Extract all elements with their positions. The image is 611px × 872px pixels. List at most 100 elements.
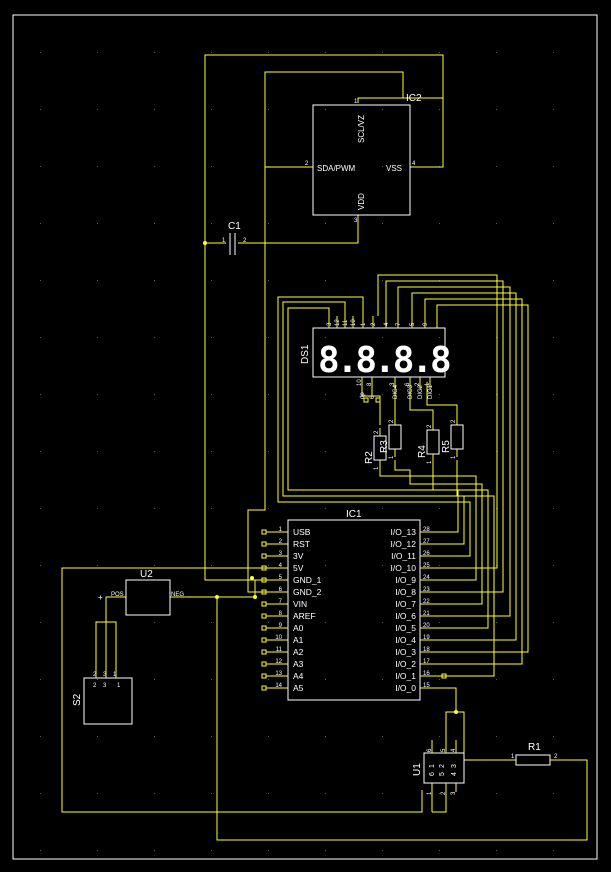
ic1-left-pin-number: 8 (279, 611, 283, 617)
resistor-pin-top: 2 (451, 419, 457, 423)
u1-ref: U1 (412, 763, 423, 776)
ic1-left-pin-name: A5 (293, 683, 304, 693)
ic2-pin-vdd-label: VDD (357, 193, 366, 210)
ic1-right-pin-number: 22 (423, 599, 430, 605)
ic1-right-pin-name: I/O_11 (391, 551, 416, 561)
wire-net (61, 54, 588, 841)
ic2[interactable]: IC2 SDA/PWM VSS SCL/VZ VDD 1 2 3 4 (305, 93, 422, 224)
u2[interactable]: U2 POS NEG + - (98, 569, 191, 616)
ic2-pin-scl-label: SCL/VZ (357, 115, 366, 143)
resistor-ref: R2 (364, 451, 375, 464)
resistor-pin-top: 2 (389, 419, 395, 423)
ic1-right-pin-number: 23 (423, 587, 430, 593)
ic1-left-pin-name: 3V (293, 551, 304, 561)
ic1-left-pin-number: 12 (275, 659, 282, 665)
ic1-right-pin-number: 28 (423, 527, 430, 533)
u2-pos-label: POS (111, 592, 124, 598)
ds1-bottom-label: DIG4 (393, 384, 399, 399)
ic1-left-pin-name: A2 (293, 647, 304, 657)
resistor-pin-bottom: 1 (451, 455, 457, 459)
c1[interactable]: C1 1 2 (222, 221, 247, 255)
ic2-ref: IC2 (406, 93, 422, 104)
ic1-right-pin-number: 19 (423, 635, 430, 641)
resistor-ref: R3 (379, 440, 390, 453)
u1-top-pin-5: 5 (441, 748, 447, 752)
ic1-right-pin-name: I/O_8 (395, 587, 416, 597)
u1[interactable]: U1 6 5 4 1 2 3 1 6 2 5 3 4 (412, 740, 465, 795)
ic1-left-pin-number: 13 (275, 671, 282, 677)
ic1-left-pin-number: 1 (279, 527, 283, 533)
ic2-pin-sda-label: SDA/PWM (317, 164, 356, 173)
ic1-right-pin-name: I/O_10 (390, 563, 416, 573)
ic1-left-pin-number: 4 (279, 563, 283, 569)
u2-ref: U2 (140, 569, 153, 580)
ic1-right-pin-number: 16 (423, 671, 430, 677)
ic2-pin1-number: 1 (354, 99, 358, 105)
s2-pin-2: 2 (93, 672, 97, 678)
r1[interactable]: R1 1 2 (511, 742, 560, 766)
s2-body-pin-2: 2 (93, 683, 97, 689)
ds1-bottom-pin: 10 (357, 379, 363, 386)
ds1-bottom-label: 6 (370, 395, 376, 399)
ic2-pin3-number: 3 (354, 218, 358, 224)
ic1-left-pin-name: GND_2 (293, 587, 322, 597)
ic1-left-pin-number: 14 (275, 683, 282, 689)
s2[interactable]: S2 2 3 1 2 3 1 (72, 621, 133, 725)
ic1-right-pin-name: I/O_6 (395, 611, 416, 621)
ds1-bottom-pin: 8 (367, 382, 373, 386)
ic1-right-pin-number: 17 (423, 659, 430, 665)
ic2-pin-vss-label: VSS (386, 164, 402, 173)
ds1-bottom-label: dp (360, 392, 366, 399)
u2-plus-label: + (98, 593, 103, 602)
u1-top-pin-6: 6 (427, 748, 433, 752)
ic1-left-pin-name: A1 (293, 635, 304, 645)
s2-ref: S2 (72, 693, 83, 706)
ds1-top-pin: 11 (343, 319, 349, 326)
ic1-left-pin-number: 9 (279, 623, 283, 629)
s2-body (83, 677, 133, 725)
ds1-top-pin: 1 (361, 322, 367, 326)
ic1-left-pin-number: 3 (279, 551, 283, 557)
ds1-top-pin: 4 (384, 322, 390, 326)
c1-ref: C1 (228, 221, 241, 232)
resistor-pin-top: 2 (374, 430, 380, 434)
r1-ref: R1 (528, 742, 541, 753)
ic1-right-pin-number: 15 (423, 683, 430, 689)
s2-pin-3: 3 (103, 672, 107, 678)
u1-bot-pin-3: 3 (451, 791, 457, 795)
ic1-right-pin-name: I/O_9 (395, 575, 416, 585)
ic1-right-pin-number: 27 (423, 539, 430, 545)
u1-body-1: 1 (429, 764, 436, 768)
u1-body-2: 2 (439, 764, 446, 768)
resistor-ref: R5 (441, 440, 452, 453)
resistor-r5[interactable]: R5 2 1 (441, 417, 464, 459)
ds1-bottom-pin: 3 (390, 382, 396, 386)
ic1-left-pin-number: 6 (279, 587, 283, 593)
ic1-right-pin-number: 24 (423, 575, 430, 581)
s2-body-pin-3: 3 (103, 683, 107, 689)
u1-top-pin-4: 4 (451, 748, 457, 752)
ic1-right-pin-name: I/O_2 (395, 659, 416, 669)
ds1-bottom-pin: 1 (425, 382, 431, 386)
ic1-right-pin-name: I/O_13 (390, 527, 416, 537)
ic1-right-pin-name: I/O_1 (395, 671, 416, 681)
ic1-left-pin-name: RST (293, 539, 310, 549)
ic1-right-pin-number: 26 (423, 551, 430, 557)
ds1-digits: 8.8.8.8 (318, 340, 450, 381)
ds1-bottom-pin: 6 (405, 382, 411, 386)
ic1-right-pin-number: 18 (423, 647, 430, 653)
ic1-left-pin-number: 10 (275, 635, 282, 641)
ic1-left-pin-name: A0 (293, 623, 304, 633)
ic2-body (312, 104, 411, 216)
junction-nodes (203, 241, 458, 714)
ic1-right-pin-name: I/O_5 (395, 623, 416, 633)
ic1-left-pin-name: USB (293, 527, 311, 537)
resistor-pin-top: 2 (427, 424, 433, 428)
